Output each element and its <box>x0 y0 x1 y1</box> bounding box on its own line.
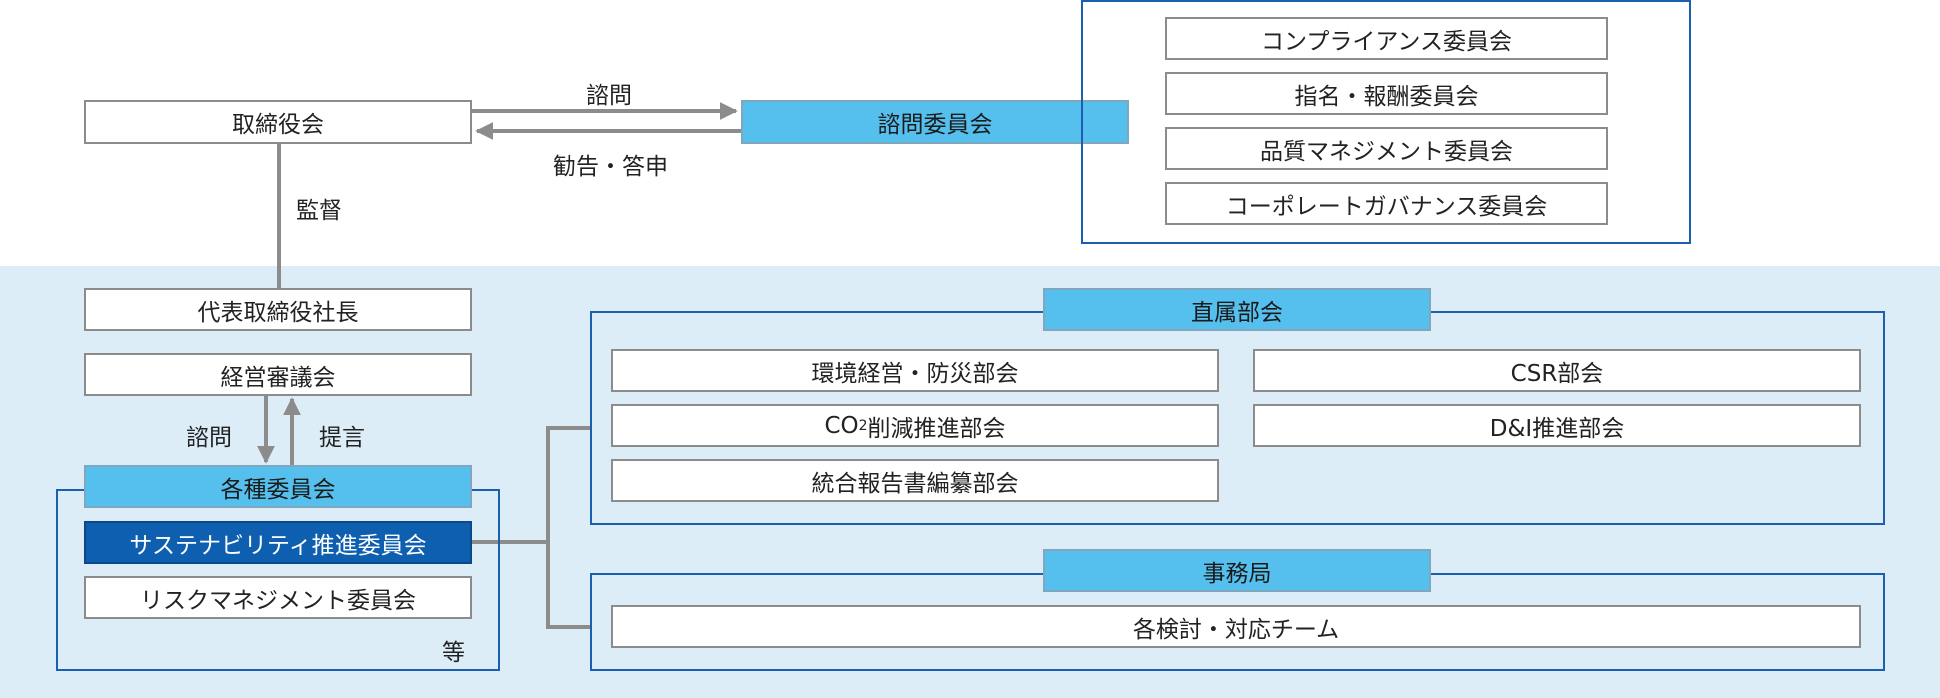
co2-subscript: 2 <box>858 417 868 434</box>
council-proposal-label: 提言 <box>319 425 365 451</box>
advisory-member-governance: コーポレートガバナンス委員会 <box>1165 182 1608 225</box>
section-diversity: D&I推進部会 <box>1253 404 1861 447</box>
section-integrated-report: 統合報告書編纂部会 <box>611 459 1219 502</box>
advice-label: 勧告・答申 <box>553 154 668 180</box>
secretariat-teams-box: 各検討・対応チーム <box>611 605 1861 648</box>
advisory-member-nomination: 指名・報酬委員会 <box>1165 72 1608 115</box>
section-csr: CSR部会 <box>1253 349 1861 392</box>
secretariat-header: 事務局 <box>1043 549 1431 592</box>
committees-header: 各種委員会 <box>84 465 472 508</box>
consult-label: 諮問 <box>586 83 632 109</box>
co2-suffix: 削減推進部会 <box>867 415 1006 442</box>
direct-sections-header: 直属部会 <box>1043 288 1431 331</box>
advisory-committee-box: 諮問委員会 <box>741 100 1129 144</box>
advisory-member-quality: 品質マネジメント委員会 <box>1165 127 1608 170</box>
branch-connector <box>546 426 590 629</box>
management-council-box: 経営審議会 <box>84 353 472 396</box>
co2-prefix: CO <box>824 412 859 439</box>
advisory-members-frame <box>1081 0 1691 244</box>
advisory-member-compliance: コンプライアンス委員会 <box>1165 17 1608 60</box>
section-environment: 環境経営・防災部会 <box>611 349 1219 392</box>
president-box: 代表取締役社長 <box>84 288 472 331</box>
supervision-label: 監督 <box>296 198 342 224</box>
sustainability-committee-box: サステナビリティ推進委員会 <box>84 521 472 564</box>
etc-label: 等 <box>442 640 465 666</box>
board-box: 取締役会 <box>84 100 472 144</box>
council-consult-label: 諮問 <box>186 425 232 451</box>
risk-committee-box: リスクマネジメント委員会 <box>84 576 472 619</box>
